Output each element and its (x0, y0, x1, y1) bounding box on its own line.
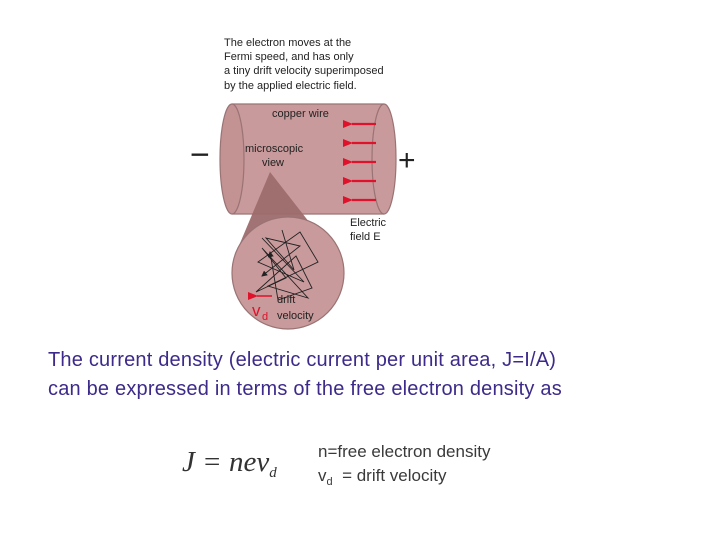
description-line-2: can be expressed in terms of the free el… (48, 378, 562, 400)
vd-symbol: v (252, 301, 261, 320)
variable-definitions: n=free electron density vd = drift veloc… (318, 440, 490, 490)
microscopic-label-1: microscopic (245, 143, 304, 155)
microscopic-label-2: view (262, 157, 284, 169)
copper-wire-cylinder (219, 103, 397, 215)
definition-vd: vd = drift velocity (318, 464, 490, 490)
definition-vd-subscript: d (326, 476, 333, 488)
microscopic-view-circle (231, 216, 345, 330)
electron-path-2 (261, 229, 302, 277)
formula-subscript: d (269, 465, 277, 481)
formula-lhs: J = nev (182, 446, 270, 478)
plus-sign: + (398, 144, 416, 177)
drift-label-1: drift (277, 294, 295, 306)
definition-vd-symbol: v (318, 466, 327, 485)
definition-n: n=free electron density (318, 442, 491, 461)
caption-line-1: The electron moves at the (224, 37, 351, 49)
current-density-formula: J = nevd (182, 446, 277, 481)
electron-path (255, 231, 319, 301)
description-text: The current density (electric current pe… (48, 346, 708, 404)
definition-vd-text: = drift velocity (332, 466, 447, 485)
electric-field-arrows (343, 120, 376, 204)
drift-label-2: velocity (277, 310, 314, 322)
wire-label: copper wire (272, 108, 329, 120)
minus-sign: − (190, 136, 210, 174)
description-line-1: The current density (electric current pe… (48, 349, 557, 371)
caption-line-2: Fermi speed, and has only (224, 51, 354, 63)
field-label-1: Electric (350, 217, 387, 229)
vd-subscript: d (262, 311, 268, 323)
caption-line-3: a tiny drift velocity superimposed (224, 65, 384, 77)
field-label-2: field E (350, 231, 381, 243)
caption-line-4: by the applied electric field. (224, 80, 357, 92)
